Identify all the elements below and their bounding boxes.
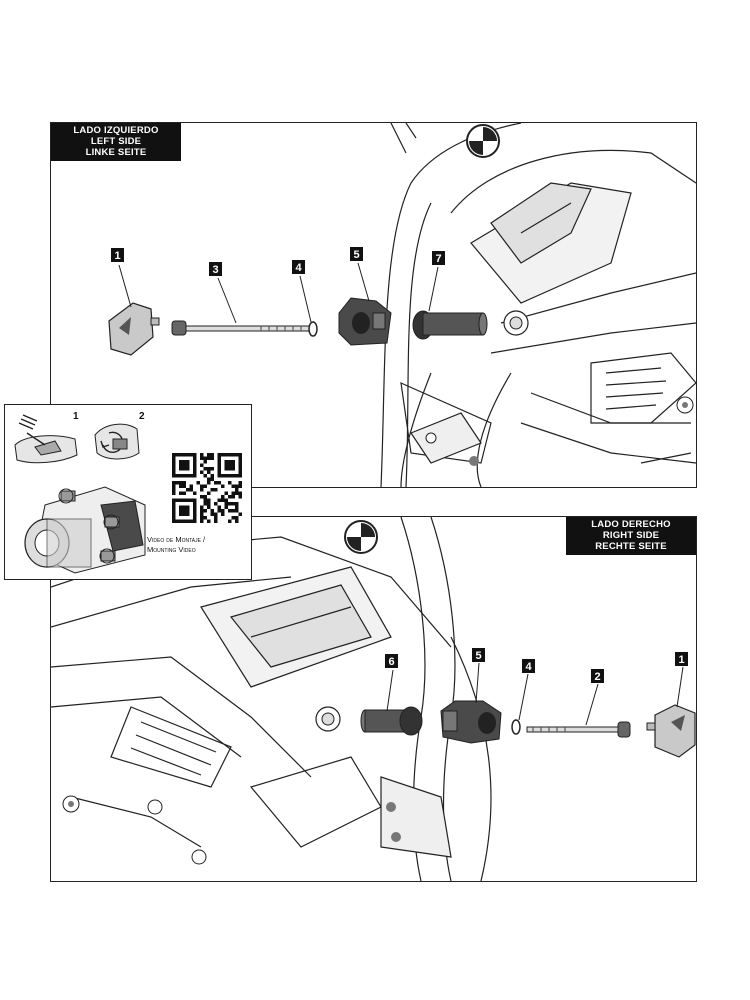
callout-1-right-text: 1: [678, 654, 684, 666]
step-1-label: 1: [73, 411, 79, 422]
callout-7: 7: [432, 251, 445, 265]
part-1-end-cap-right: [646, 704, 696, 758]
callout-6: 6: [385, 654, 398, 668]
callout-5-right-text: 5: [475, 650, 481, 662]
callout-4: 4: [292, 260, 305, 274]
qr-caption: Video de Montaje / Mounting Video: [147, 535, 251, 555]
qr-caption-line-2: Mounting Video: [147, 545, 196, 554]
callout-1: 1: [111, 248, 124, 262]
callout-5-text: 5: [353, 249, 359, 261]
step-2-illustration: [94, 423, 140, 460]
bmw-logo-icon-right: [344, 520, 378, 554]
left-side-drawing: 1 3 4 5 7: [108, 123, 696, 487]
qr-caption-line-1: Video de Montaje /: [147, 535, 206, 544]
left-label-line-1: LADO IZQUIERDO: [73, 125, 159, 136]
callout-1-text: 1: [114, 250, 120, 262]
callout-2: 2: [591, 669, 604, 683]
r-logo-right: [229, 584, 372, 668]
left-label-line-3: LINKE SEITE: [85, 147, 147, 158]
part-1-end-cap: [108, 302, 160, 356]
spacer-assembly-illustration: [24, 486, 146, 574]
right-side-drawing: 6 5 4 2 1: [51, 517, 696, 881]
callout-2-text: 2: [594, 671, 600, 683]
callout-5: 5: [350, 247, 363, 261]
part-7-spacer: [412, 310, 488, 340]
part-6-spacer: [360, 706, 423, 736]
left-label-line-2: LEFT SIDE: [90, 136, 142, 147]
callout-7-text: 7: [435, 253, 441, 265]
callout-4-right: 4: [522, 659, 535, 673]
callout-4-text: 4: [295, 262, 302, 274]
part-5-slider-block: [338, 297, 392, 346]
callout-6-text: 6: [388, 656, 394, 668]
part-4-washer: [308, 321, 318, 337]
r-logo: [490, 182, 592, 264]
bmw-logo-icon: [466, 124, 500, 158]
callout-1-right: 1: [675, 652, 688, 666]
callout-5-right: 5: [472, 648, 485, 662]
right-side-label: LADO DERECHO RIGHT SIDE RECHTE SEITE: [566, 517, 696, 555]
part-2-bolt: [526, 721, 631, 738]
callout-3-text: 3: [212, 264, 218, 276]
right-label-line-3: RECHTE SEITE: [595, 541, 667, 552]
mounting-detail-inset: 1 2: [4, 404, 252, 580]
frame-mount-hole: [425, 310, 694, 466]
frame-mount-hole-right: [62, 706, 401, 865]
callout-3: 3: [209, 262, 222, 276]
right-label-line-1: LADO DERECHO: [591, 519, 671, 530]
mounting-video-qr-code: [170, 451, 246, 527]
step-2-label: 2: [139, 411, 145, 422]
part-4-washer-right: [511, 719, 521, 735]
inset-drawing: 1 2: [14, 411, 246, 574]
part-5-slider-block-right: [440, 700, 502, 744]
left-side-label: LADO IZQUIERDO LEFT SIDE LINKE SEITE: [51, 123, 181, 161]
right-label-line-2: RIGHT SIDE: [602, 530, 660, 541]
callout-4-right-text: 4: [525, 661, 532, 673]
step-1-illustration: [14, 414, 78, 464]
part-3-bolt: [171, 320, 312, 336]
